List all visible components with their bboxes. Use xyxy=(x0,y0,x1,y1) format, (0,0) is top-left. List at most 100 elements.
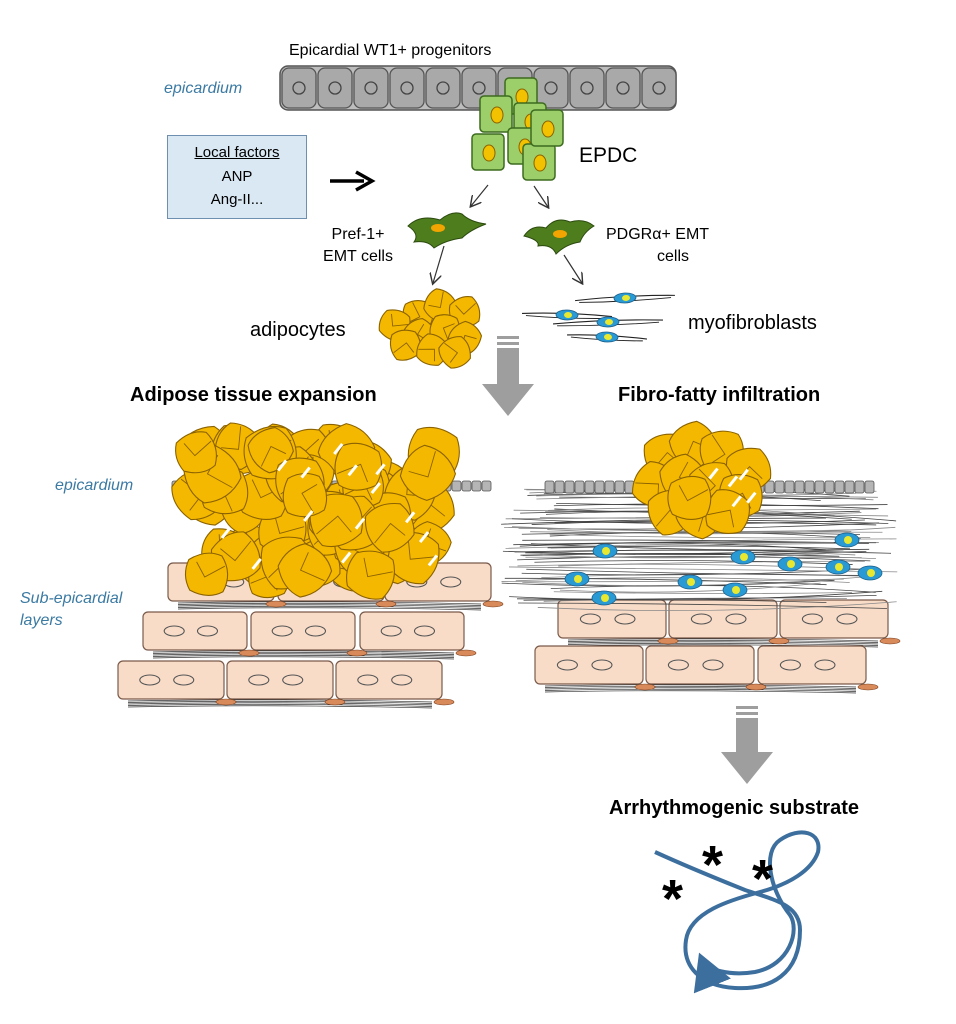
collagen-fiber xyxy=(547,545,850,550)
adipocyte-highlight xyxy=(300,466,311,479)
myocyte xyxy=(335,660,443,700)
adipocyte-cluster-small xyxy=(378,288,483,369)
adipocyte-highlight xyxy=(333,442,344,455)
collagen-fiber xyxy=(501,579,835,587)
myocyte-nucleus xyxy=(413,625,436,637)
epicardial-cell xyxy=(804,480,815,494)
asterisk-1: * xyxy=(702,835,724,895)
interstitial-fiber xyxy=(152,654,455,658)
myocyte-nucleus xyxy=(836,613,858,625)
local-factors-title: Local factors xyxy=(194,144,280,161)
epicardial-cell xyxy=(569,67,605,109)
local-factors-arrow xyxy=(330,170,376,192)
myocyte xyxy=(534,645,644,685)
epdc-nucleus xyxy=(482,144,496,162)
fibroblast xyxy=(482,600,504,608)
epicardial-progenitors-label: Epicardial WT1+ progenitors xyxy=(289,42,492,59)
pdgra-emt-cell xyxy=(523,219,595,255)
interstitial-fiber xyxy=(567,638,879,642)
myocyte xyxy=(359,611,465,651)
gray-arrow-center xyxy=(482,336,534,416)
fibroblast xyxy=(455,649,477,657)
collagen-fiber xyxy=(542,553,826,559)
collagen-fiber xyxy=(530,543,870,551)
pdgra-label-line1: PDGRα+ EMT xyxy=(606,226,710,243)
epicardial-cell xyxy=(824,480,835,494)
collagen-fiber xyxy=(559,582,821,593)
epicardial-cell xyxy=(574,480,585,494)
collagen-fiber xyxy=(504,577,827,586)
epicardial-cell xyxy=(864,480,875,494)
fibroblast xyxy=(375,600,397,608)
collagen-fiber xyxy=(525,556,862,559)
epdc-label: EPDC xyxy=(579,144,638,167)
adipocyte xyxy=(667,475,712,521)
myofibroblast-core xyxy=(732,586,740,594)
myocyte-nucleus xyxy=(690,613,712,625)
collagen-fiber xyxy=(550,542,879,549)
adipocyte-highlight xyxy=(347,464,358,477)
myocyte xyxy=(557,599,667,639)
adipocyte xyxy=(399,444,457,501)
myocyte-nucleus xyxy=(556,659,578,671)
interstitial-fiber xyxy=(127,699,433,703)
interstitial-fiber xyxy=(177,605,482,609)
myofibroblasts-label: myofibroblasts xyxy=(688,312,817,334)
epicardial-cell xyxy=(854,480,865,494)
asterisk-2: * xyxy=(752,849,774,909)
myofibroblast xyxy=(552,316,663,328)
adipocyte xyxy=(438,336,471,369)
adipocyte xyxy=(277,543,333,598)
myocyte-nucleus xyxy=(248,674,270,686)
pref1-label-line2: EMT cells xyxy=(323,248,393,265)
myocyte-nucleus xyxy=(779,659,801,671)
epicardium-top-layer xyxy=(279,65,677,111)
epicardial-cell xyxy=(425,67,461,109)
infiltrating-adipocytes xyxy=(631,420,772,540)
epicardial-cell-nucleus xyxy=(400,81,414,95)
gray-arrow-right xyxy=(721,706,773,784)
fibroblast xyxy=(857,683,879,691)
fibrosis-strands xyxy=(501,487,898,612)
interstitial-fiber xyxy=(177,602,482,606)
adipocyte xyxy=(334,442,383,491)
adipocyte-highlight xyxy=(708,467,719,480)
myocyte-nucleus xyxy=(391,674,413,686)
epicardial-cell xyxy=(584,480,595,494)
epicardial-cell xyxy=(794,480,805,494)
adipocyte-highlight xyxy=(251,558,262,570)
epicardial-cell xyxy=(614,480,625,494)
myocyte-nucleus xyxy=(163,625,185,637)
epicardial-cell xyxy=(784,480,795,494)
pref1-label-line1: Pref-1+ xyxy=(331,226,385,243)
collagen-fiber xyxy=(517,555,871,562)
myofibroblast-core xyxy=(602,547,610,555)
myocyte-nucleus xyxy=(725,613,747,625)
collagen-fiber xyxy=(518,602,888,609)
pdgra-label-line2: cells xyxy=(657,248,690,265)
epicardial-cell xyxy=(554,480,565,494)
myocyte-nucleus xyxy=(801,613,823,625)
interstitial-fiber xyxy=(544,684,857,688)
adipose-tissue-mass xyxy=(171,422,460,600)
epicardial-cell xyxy=(605,67,641,109)
myofibroblast xyxy=(575,292,675,304)
collagen-fiber xyxy=(501,578,844,583)
myocyte-nucleus xyxy=(614,613,636,625)
interstitial-fiber xyxy=(544,688,857,692)
collagen-fiber xyxy=(523,599,827,603)
local-factors-box: Local factors ANP Ang-II... xyxy=(167,135,307,219)
interstitial-fiber xyxy=(127,705,433,709)
myocyte-nucleus xyxy=(380,625,402,637)
epdc-cell-cluster xyxy=(471,77,564,181)
adipose-expansion-title: Adipose tissue expansion xyxy=(130,384,377,406)
myocyte-nucleus xyxy=(591,659,613,671)
adipocyte-highlight xyxy=(220,527,232,539)
myofibroblast-core xyxy=(835,563,843,571)
adipocyte-highlight xyxy=(341,551,352,564)
epicardial-cell xyxy=(481,480,492,492)
epdc-nucleus xyxy=(490,106,504,124)
epicardial-cell xyxy=(844,480,855,494)
epicardial-cell xyxy=(814,480,825,494)
